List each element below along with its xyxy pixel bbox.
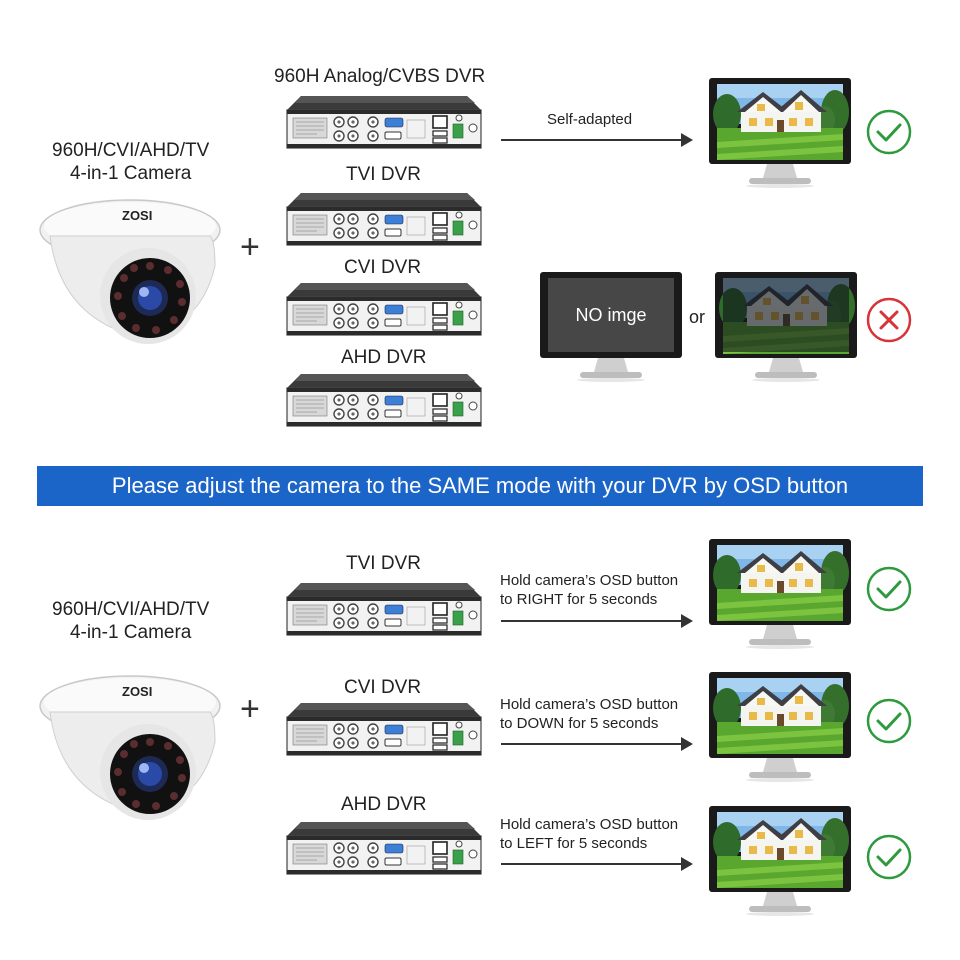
arrow-top — [501, 133, 693, 147]
cross-icon — [866, 297, 912, 343]
monitor-good-ahd — [709, 806, 851, 916]
monitor-good-top — [709, 78, 851, 188]
instruction-banner: Please adjust the camera to the SAME mod… — [37, 466, 923, 506]
dvr-label-tvi-top: TVI DVR — [346, 164, 421, 185]
dvr-recorder-cvi-top — [286, 282, 482, 336]
self-adapted-label: Self-adapted — [547, 111, 633, 128]
arrow-cvi — [501, 737, 693, 751]
osd-instruction-right: Hold camera’s OSD button to RIGHT for 5 … — [500, 571, 678, 609]
dvr-label-cvi-top: CVI DVR — [344, 257, 422, 278]
dome-camera-bottom: ZOSI — [39, 675, 221, 821]
check-icon — [866, 109, 912, 155]
osd-instruction-line1: Hold camera’s OSD button — [500, 696, 679, 713]
dvr-label-ahd-bottom: AHD DVR — [341, 794, 427, 815]
check-icon — [866, 698, 912, 744]
camera-label-line2: 4-in-1 Camera — [69, 622, 192, 643]
monitor-good-cvi — [709, 672, 851, 782]
osd-instruction-line1: Hold camera’s OSD button — [500, 816, 679, 833]
dvr-recorder-ahd-top — [286, 373, 482, 427]
camera-label-line2: 4-in-1 Camera — [69, 163, 192, 184]
or-label: or — [689, 307, 706, 327]
dvr-recorder-cvi-bottom — [286, 702, 482, 756]
dvr-recorder-960h — [286, 95, 482, 149]
osd-instruction-line2: to RIGHT for 5 seconds — [500, 591, 658, 608]
arrow-ahd — [501, 857, 693, 871]
check-icon — [866, 834, 912, 880]
dvr-recorder-ahd-bottom — [286, 821, 482, 875]
no-image-text: NO imge — [575, 305, 647, 325]
plus-sign-bottom: + — [240, 690, 260, 728]
osd-instruction-line2: to LEFT for 5 seconds — [500, 835, 648, 852]
plus-sign-top: + — [240, 228, 260, 266]
dvr-label-ahd-top: AHD DVR — [341, 347, 427, 368]
arrow-tvi — [501, 614, 693, 628]
camera-brand-top: ZOSI — [122, 208, 152, 223]
dvr-recorder-tvi-bottom — [286, 582, 482, 636]
dome-camera-top: ZOSI — [39, 199, 221, 345]
osd-instruction-left: Hold camera’s OSD button to LEFT for 5 s… — [500, 815, 678, 853]
camera-label-bottom: 960H/CVI/AHD/TV 4-in-1 Camera — [52, 598, 209, 644]
check-icon — [866, 566, 912, 612]
camera-brand-bottom: ZOSI — [122, 684, 152, 699]
monitor-dark-image — [715, 272, 857, 382]
dvr-recorder-tvi-top — [286, 192, 482, 246]
camera-label-line1: 960H/CVI/AHD/TV — [52, 140, 210, 161]
monitor-no-image — [540, 272, 682, 382]
dvr-label-tvi-bottom: TVI DVR — [346, 553, 421, 574]
camera-label-top: 960H/CVI/AHD/TV 4-in-1 Camera — [52, 139, 209, 185]
osd-instruction-line1: Hold camera’s OSD button — [500, 572, 679, 589]
osd-instruction-down: Hold camera’s OSD button to DOWN for 5 s… — [500, 695, 678, 733]
osd-instruction-line2: to DOWN for 5 seconds — [500, 715, 659, 732]
camera-label-line1: 960H/CVI/AHD/TV — [52, 599, 210, 620]
dvr-label-cvi-bottom: CVI DVR — [344, 677, 422, 698]
monitor-good-tvi — [709, 539, 851, 649]
dvr-label-960h: 960H Analog/CVBS DVR — [274, 66, 486, 87]
